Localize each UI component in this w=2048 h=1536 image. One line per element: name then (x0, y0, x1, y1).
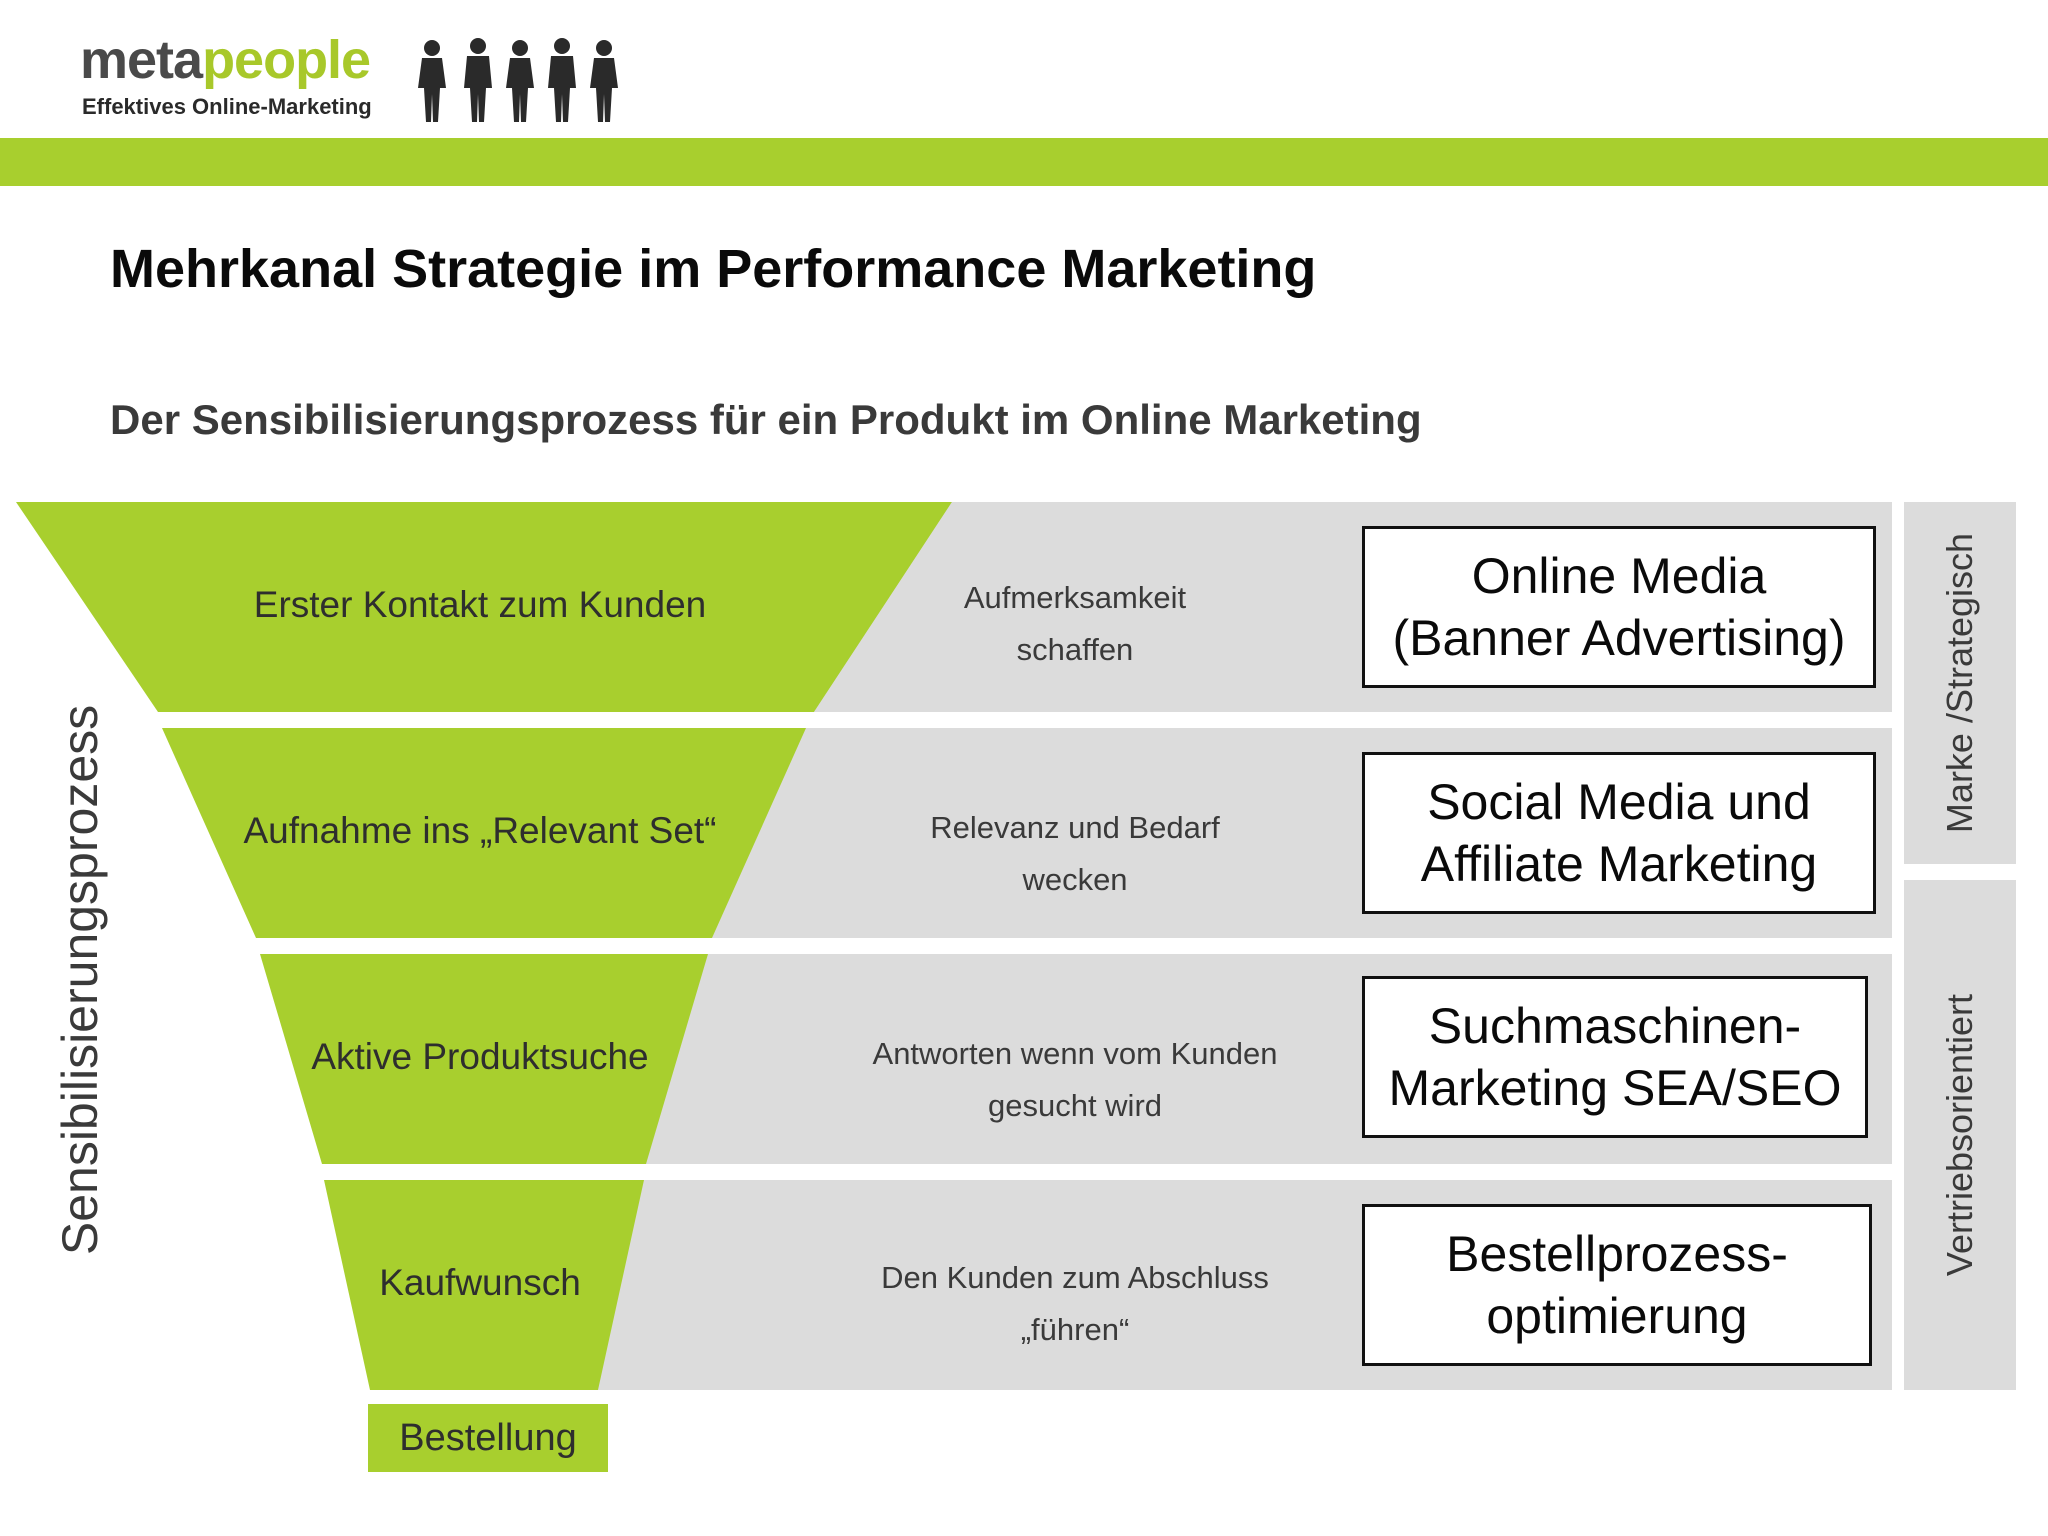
stage-goal-4: Den Kunden zum Abschluss „führen“ (820, 1252, 1330, 1356)
stage-goal-3-line-1: Antworten wenn vom Kunden (872, 1036, 1278, 1071)
stage-label-1: Erster Kontakt zum Kunden (253, 584, 707, 625)
stage-goal-2: Relevanz und Bedarf wecken (820, 802, 1330, 906)
stage-goal-1-line-1: Aufmerksamkeit (963, 580, 1187, 615)
stage-label-3: Aktive Produktsuche (311, 1036, 649, 1077)
logo-wordmark: metapeople (80, 30, 371, 90)
side-bar-strategic (1904, 502, 2016, 864)
side-bar-sales (1904, 880, 2016, 1390)
stage-goal-4-line-2: „führen“ (1020, 1312, 1130, 1347)
logo-word-people: people (202, 30, 371, 90)
funnel-stage-3 (260, 954, 708, 1164)
channel-box-4: Bestellprozess- optimierung (1362, 1204, 1872, 1366)
header-band (0, 138, 2048, 186)
funnel-stage-1 (16, 502, 952, 712)
logo-word-meta: meta (80, 30, 203, 90)
funnel-gray-wedge-1 (814, 502, 960, 712)
stage-goal-4-line-1: Den Kunden zum Abschluss (881, 1260, 1269, 1295)
logo-tagline: Effektives Online-Marketing (82, 94, 372, 119)
channel-box-2: Social Media und Affiliate Marketing (1362, 752, 1876, 914)
funnel-stage-2 (162, 728, 806, 938)
company-logo: metapeople Effektives Online-Marketing (80, 32, 640, 132)
stage-goal-3: Antworten wenn vom Kunden gesucht wird (820, 1028, 1330, 1132)
stage-goal-2-line-2: wecken (1022, 862, 1128, 897)
channel-box-3: Suchmaschinen- Marketing SEA/SEO (1362, 976, 1868, 1138)
funnel-stage-4 (324, 1180, 644, 1390)
side-label-strategic: Marke /Strategisch (1939, 532, 1980, 834)
channel-1-line-2: (Banner Advertising) (1392, 610, 1846, 666)
process-axis-label: Sensibilisierungsprozess (52, 704, 108, 1256)
stage-goal-3-line-2: gesucht wird (987, 1088, 1163, 1123)
stage-goal-1: Aufmerksamkeit schaffen (820, 572, 1330, 676)
channel-4-line-1: Bestellprozess- (1446, 1226, 1788, 1282)
channel-box-1: Online Media (Banner Advertising) (1362, 526, 1876, 688)
channel-2-line-1: Social Media und (1427, 774, 1811, 830)
channel-3-line-2: Marketing SEA/SEO (1388, 1060, 1842, 1116)
stage-goal-2-line-1: Relevanz und Bedarf (930, 810, 1220, 845)
stage-label-2: Aufnahme ins „Relevant Set“ (243, 810, 717, 851)
channel-2-line-2: Affiliate Marketing (1420, 836, 1818, 892)
channel-3-line-1: Suchmaschinen- (1428, 998, 1802, 1054)
channel-4-line-2: optimierung (1486, 1288, 1748, 1344)
stage-label-4: Kaufwunsch (379, 1262, 581, 1303)
people-silhouettes-icon (418, 38, 618, 122)
side-label-sales: Vertriebsorientiert (1939, 993, 1980, 1277)
page-subtitle: Der Sensibilisierungsprozess für ein Pro… (110, 396, 1422, 443)
order-outcome-box: Bestellung (368, 1404, 608, 1472)
channel-1-line-1: Online Media (1471, 548, 1767, 604)
page-title: Mehrkanal Strategie im Performance Marke… (110, 239, 1317, 299)
stage-goal-1-line-2: schaffen (1016, 632, 1134, 667)
